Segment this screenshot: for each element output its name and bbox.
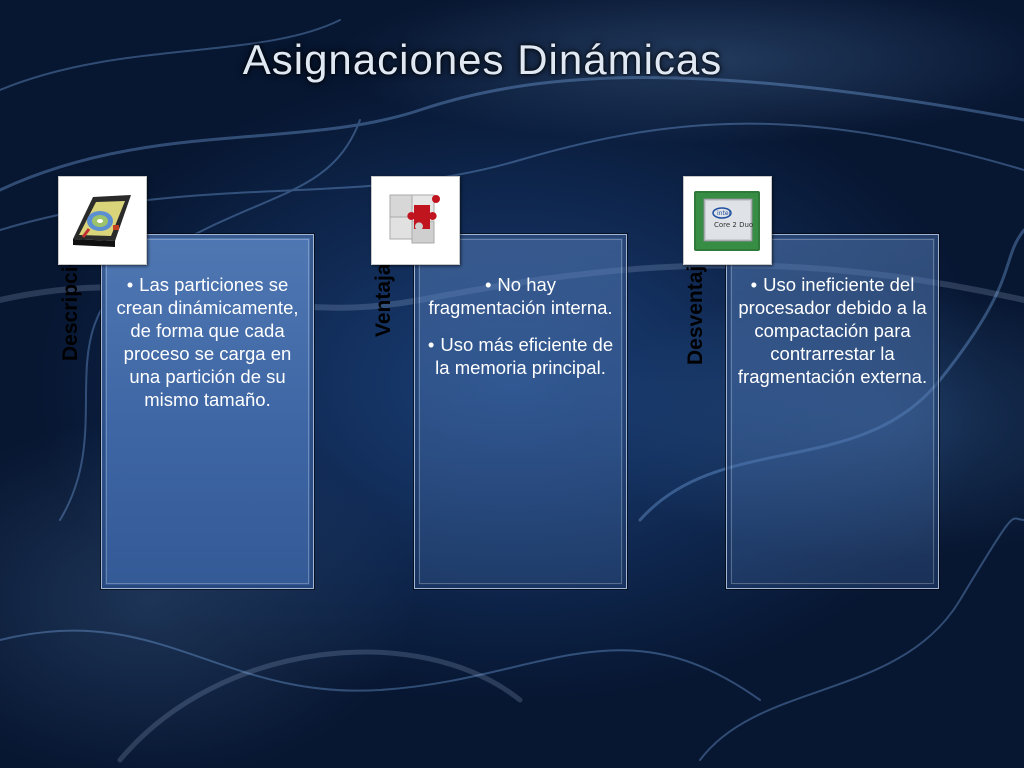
column-desventajas: •Uso ineficiente del procesador debido a… <box>683 176 983 596</box>
bullet-item: •Uso más eficiente de la memoria princip… <box>427 334 614 378</box>
bullet-item: •Las particiones se crean dinámicamente,… <box>116 274 299 410</box>
disadvantages-bullets: •Uso ineficiente del procesador debido a… <box>727 235 938 388</box>
section-label-desventajas: Desventajas <box>684 242 707 365</box>
svg-text:Core 2 Duo: Core 2 Duo <box>714 221 753 229</box>
column-descripcion: •Las particiones se crean dinámicamente,… <box>58 176 358 596</box>
column-ventajas: •No hay fragmentación interna. •Uso más … <box>371 176 671 596</box>
section-label-ventajas: Ventajas <box>372 251 395 337</box>
slide-title: Asignaciones Dinámicas <box>242 36 723 83</box>
description-panel: •Las particiones se crean dinámicamente,… <box>101 234 314 589</box>
hard-drive-icon <box>58 176 147 265</box>
svg-text:intel: intel <box>717 210 731 217</box>
puzzle-icon <box>371 176 460 265</box>
section-label-descripcion: Descripción <box>59 240 82 361</box>
bullet-item: •Uso ineficiente del procesador debido a… <box>737 274 928 387</box>
bullet-item: •No hay fragmentación interna. <box>428 274 613 318</box>
advantages-panel: •No hay fragmentación interna. •Uso más … <box>414 234 627 589</box>
disadvantages-panel: •Uso ineficiente del procesador debido a… <box>726 234 939 589</box>
cpu-chip-icon: intel Core 2 Duo <box>683 176 772 265</box>
advantages-bullets: •No hay fragmentación interna. •Uso más … <box>415 235 626 379</box>
description-bullets: •Las particiones se crean dinámicamente,… <box>102 235 313 411</box>
